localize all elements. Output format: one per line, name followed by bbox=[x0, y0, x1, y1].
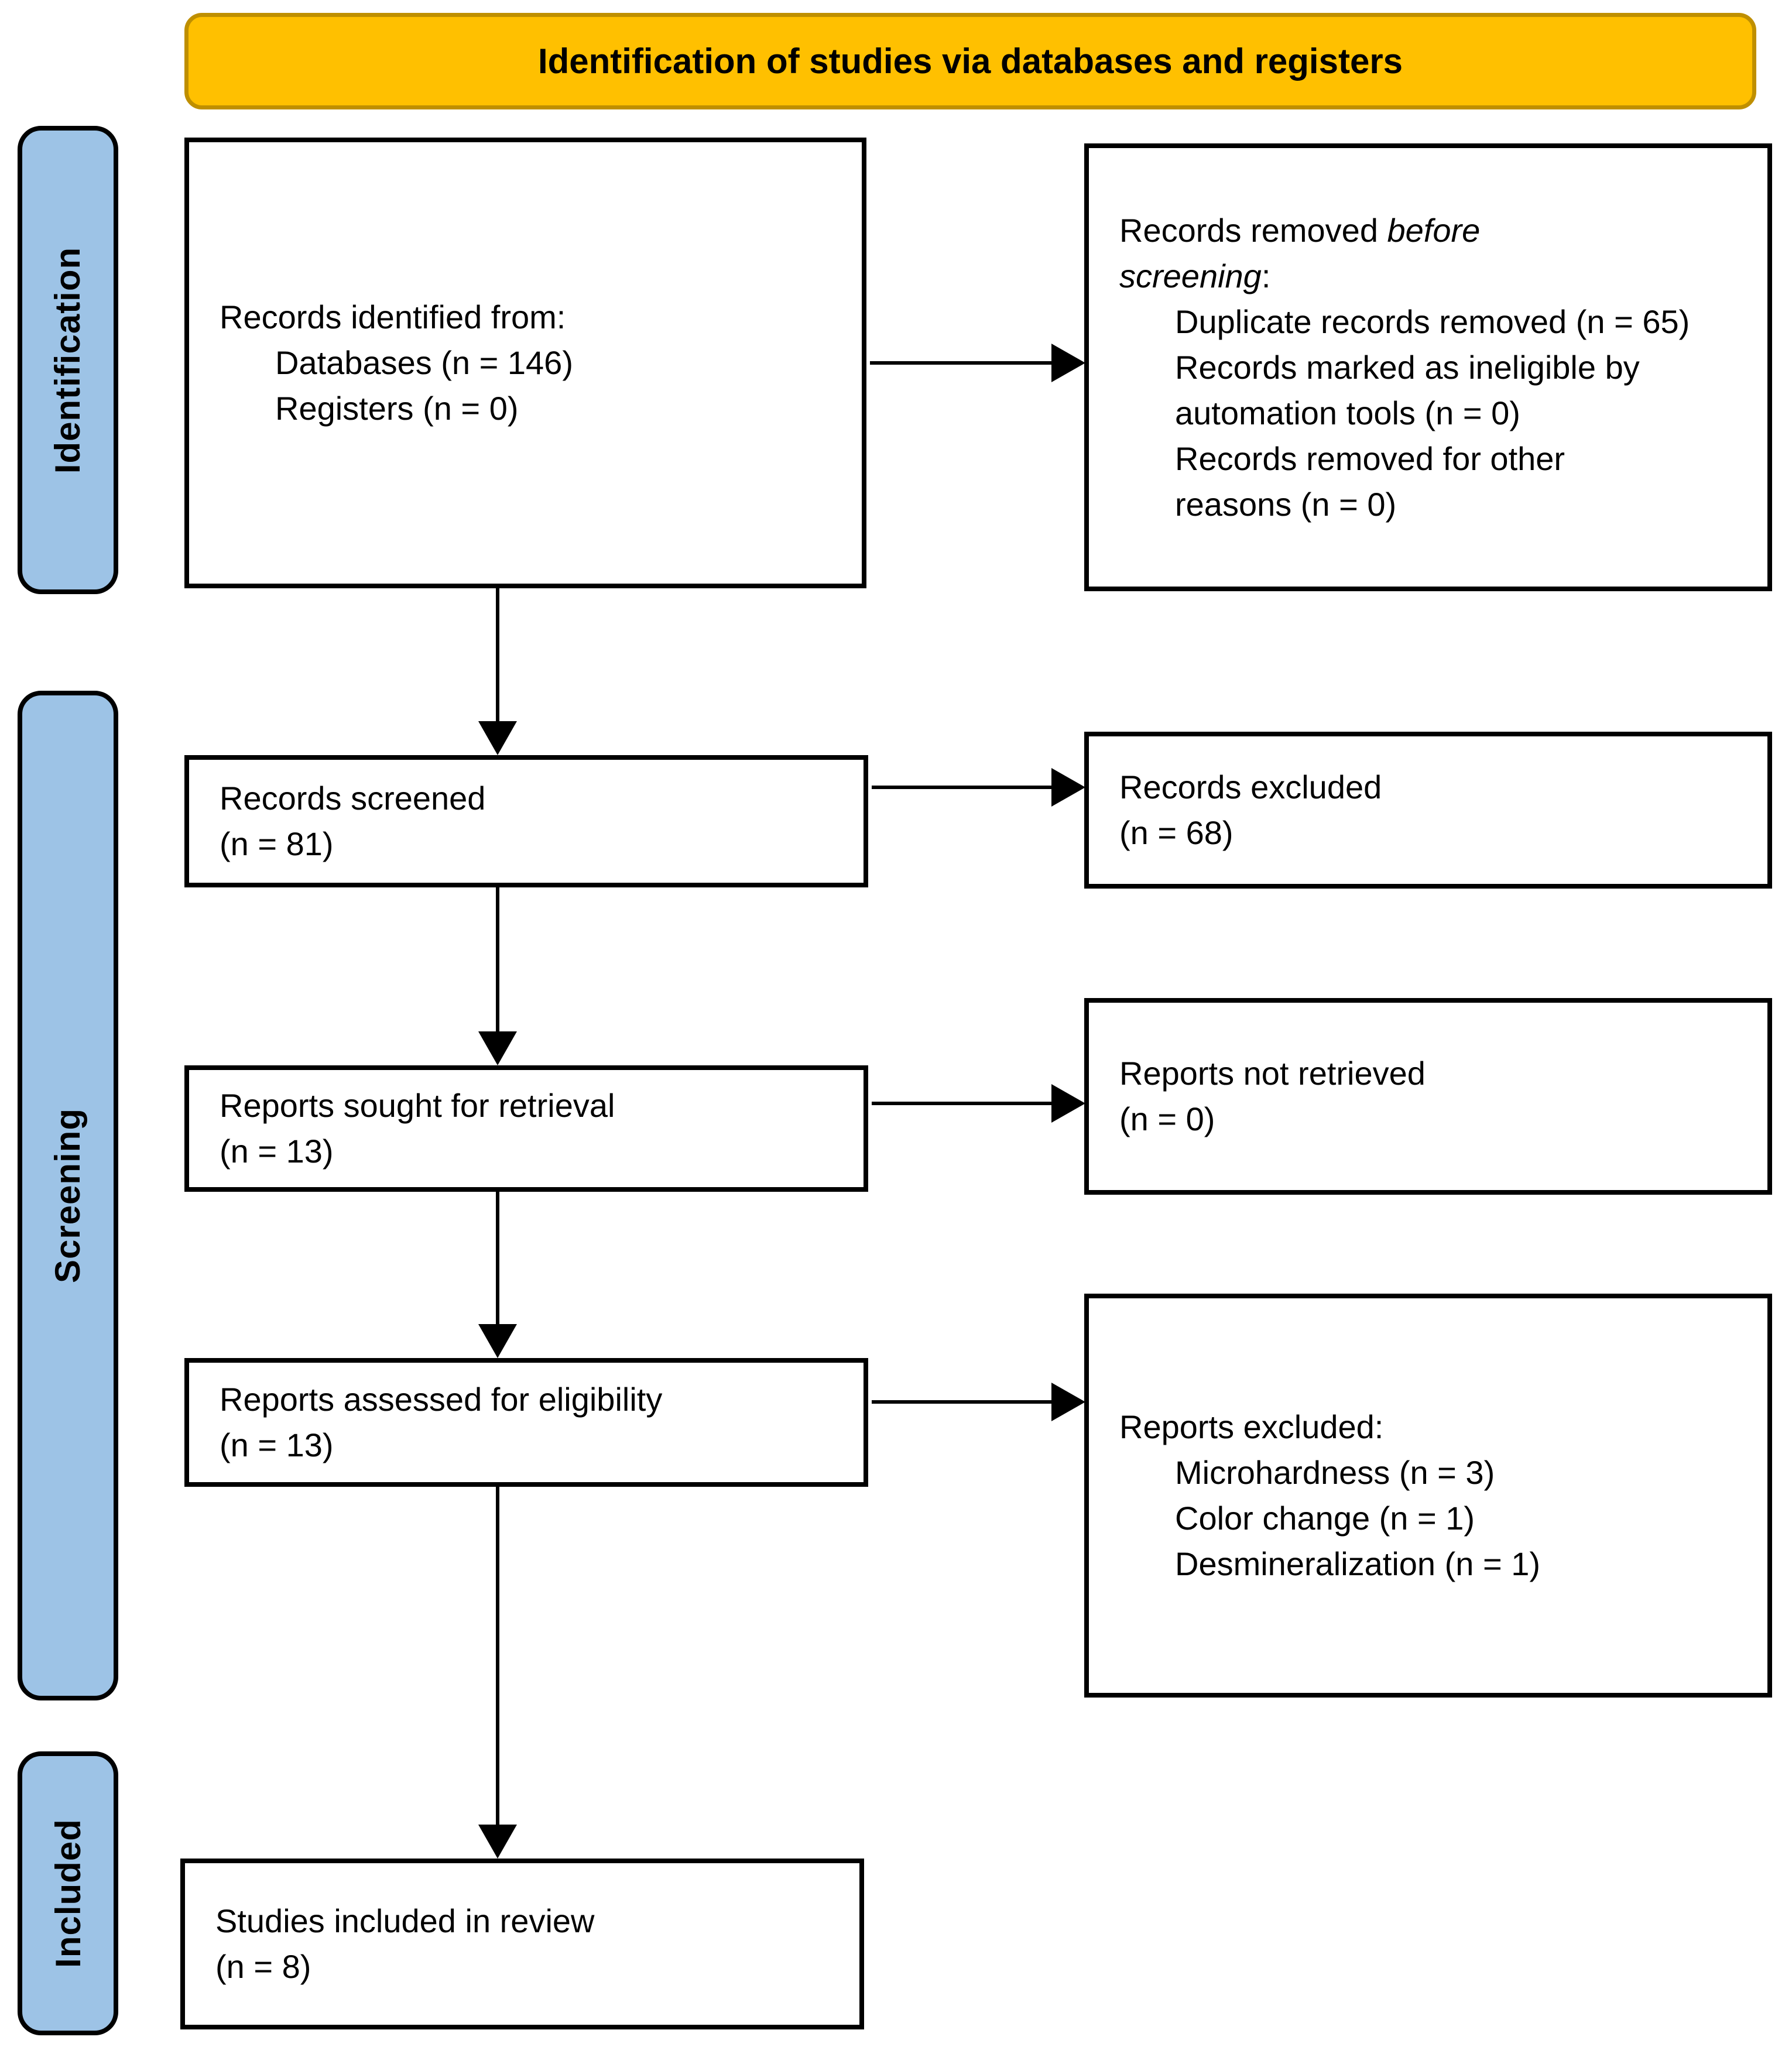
stage-band-screening: Screening bbox=[18, 691, 118, 1700]
box-reports-not-retrieved-title: Reports not retrieved bbox=[1119, 1055, 1426, 1092]
arrowhead-right-icon bbox=[1051, 344, 1085, 382]
box-records-excluded-title: Records excluded bbox=[1119, 769, 1382, 805]
box-studies-included-count: (n = 8) bbox=[215, 1948, 311, 1985]
list-item: Databases (n = 146) bbox=[275, 344, 573, 381]
box-studies-included-title: Studies included in review bbox=[215, 1902, 595, 1939]
arrowhead-right-icon bbox=[1051, 1084, 1085, 1123]
box-reports-excluded: Reports excluded: Microhardness (n = 3) … bbox=[1084, 1294, 1772, 1698]
box-records-removed-title: Records removed before screening: bbox=[1119, 211, 1481, 294]
list-item: Microhardness (n = 3) bbox=[1175, 1454, 1495, 1491]
box-records-excluded-count: (n = 68) bbox=[1119, 814, 1234, 851]
list-item: Records marked as ineligible by automati… bbox=[1175, 348, 1640, 431]
box-reports-assessed-count: (n = 13) bbox=[220, 1427, 334, 1463]
box-reports-sought-title: Reports sought for retrieval bbox=[220, 1087, 615, 1124]
list-item: Color change (n = 1) bbox=[1175, 1500, 1475, 1537]
arrow-screened-to-excluded bbox=[872, 786, 1053, 789]
box-reports-assessed-title: Reports assessed for eligibility bbox=[220, 1381, 663, 1418]
stage-label-screening: Screening bbox=[48, 1107, 88, 1284]
banner-title: Identification of studies via databases … bbox=[537, 42, 1403, 81]
arrowhead-right-icon bbox=[1051, 768, 1085, 807]
box-reports-not-retrieved: Reports not retrieved (n = 0) bbox=[1084, 998, 1772, 1195]
list-item: Records removed for other reasons (n = 0… bbox=[1175, 440, 1565, 523]
list-item: Desmineralization (n = 1) bbox=[1175, 1545, 1541, 1582]
box-records-screened-count: (n = 81) bbox=[220, 825, 334, 862]
box-records-screened-title: Records screened bbox=[220, 780, 486, 817]
banner: Identification of studies via databases … bbox=[184, 13, 1756, 109]
arrowhead-down-icon bbox=[478, 1031, 517, 1065]
arrow-sought-to-assessed bbox=[496, 1191, 499, 1326]
stage-band-included: Included bbox=[18, 1751, 118, 2035]
list-item: Duplicate records removed (n = 65) bbox=[1175, 303, 1690, 340]
box-records-identified: Records identified from: Databases (n = … bbox=[184, 138, 866, 588]
arrow-identified-to-removed bbox=[870, 361, 1053, 365]
arrowhead-right-icon bbox=[1051, 1383, 1085, 1421]
box-reports-sought-count: (n = 13) bbox=[220, 1133, 334, 1170]
stage-label-identification: Identification bbox=[48, 246, 88, 474]
arrow-assessed-to-included bbox=[496, 1487, 499, 1826]
arrow-assessed-to-reports-excluded bbox=[872, 1400, 1053, 1404]
arrowhead-down-icon bbox=[478, 1324, 517, 1358]
arrow-identified-to-screened bbox=[496, 588, 499, 724]
box-reports-excluded-title: Reports excluded: bbox=[1119, 1408, 1384, 1445]
box-records-excluded: Records excluded (n = 68) bbox=[1084, 732, 1772, 889]
box-reports-sought: Reports sought for retrieval (n = 13) bbox=[184, 1065, 868, 1192]
box-records-removed: Records removed before screening: Duplic… bbox=[1084, 143, 1772, 591]
list-item: Registers (n = 0) bbox=[275, 390, 519, 427]
stage-label-included: Included bbox=[48, 1819, 88, 1968]
box-reports-not-retrieved-count: (n = 0) bbox=[1119, 1100, 1215, 1137]
arrowhead-down-icon bbox=[478, 1825, 517, 1859]
box-reports-assessed: Reports assessed for eligibility (n = 13… bbox=[184, 1358, 868, 1487]
stage-band-identification: Identification bbox=[18, 126, 118, 594]
box-records-identified-title: Records identified from: bbox=[220, 299, 566, 335]
box-studies-included: Studies included in review (n = 8) bbox=[180, 1859, 864, 2029]
arrow-screened-to-sought bbox=[496, 887, 499, 1033]
arrowhead-down-icon bbox=[478, 721, 517, 755]
arrow-sought-to-not-retrieved bbox=[872, 1102, 1053, 1105]
box-records-screened: Records screened (n = 81) bbox=[184, 755, 868, 887]
